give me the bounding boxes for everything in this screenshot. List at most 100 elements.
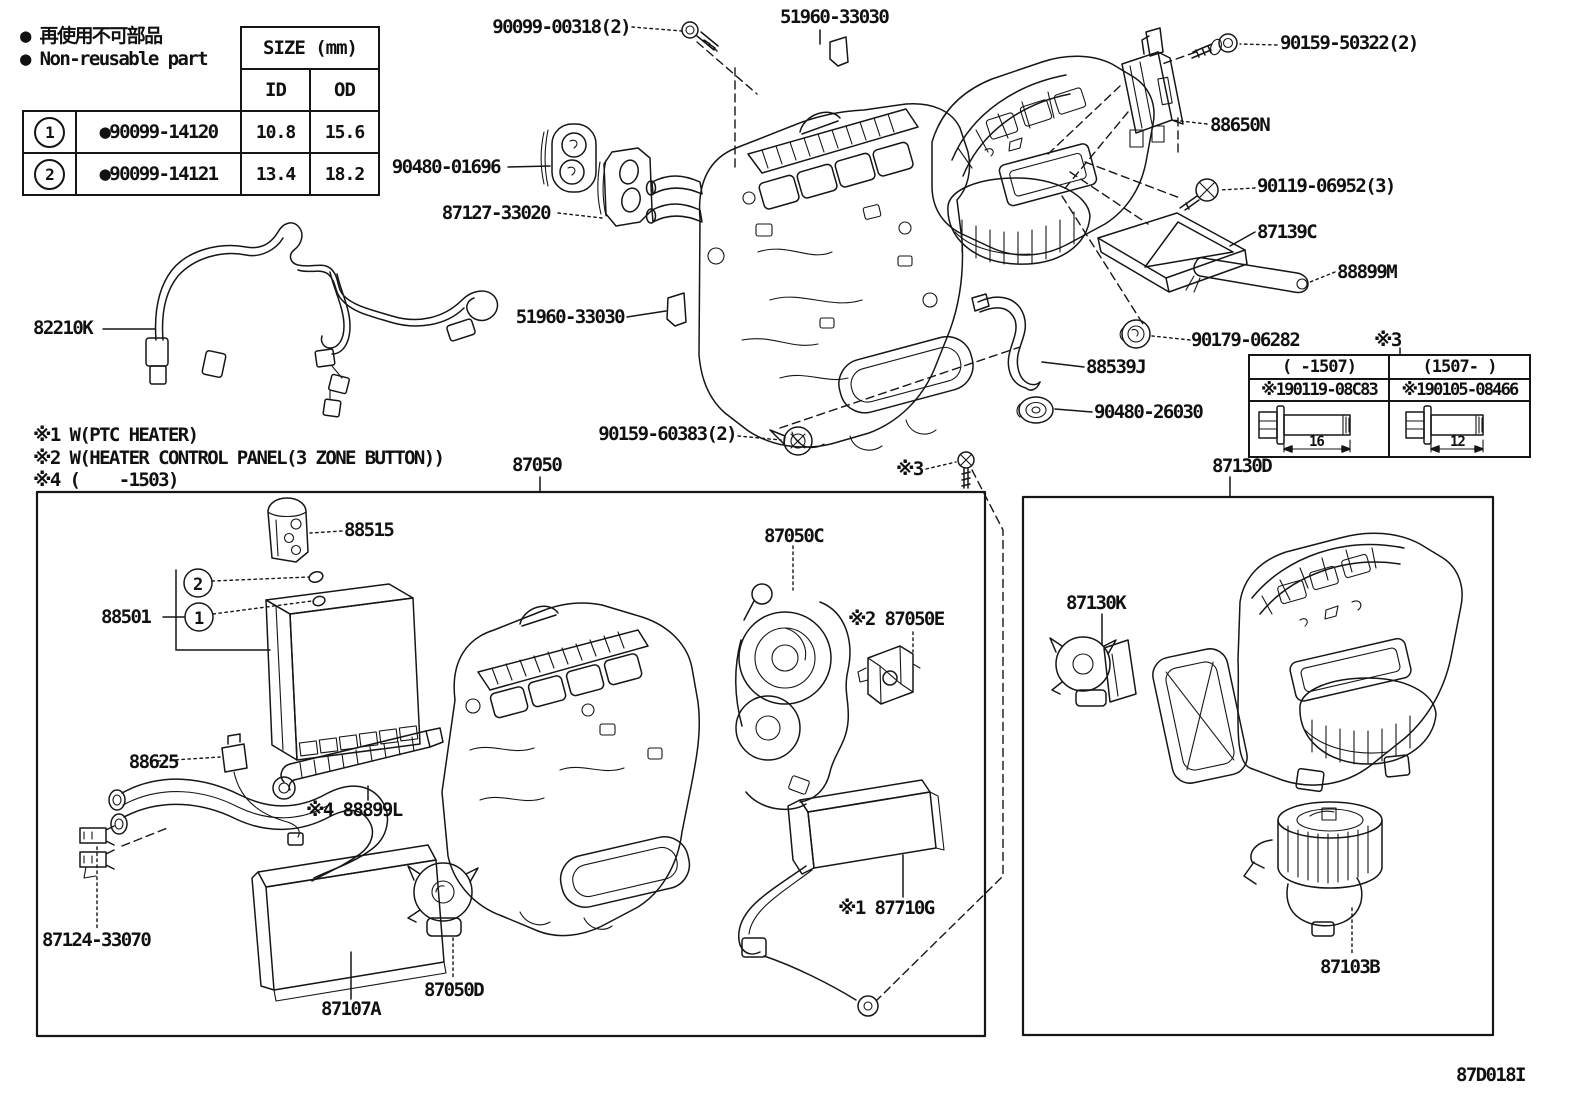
size-row2-od: 18.2 xyxy=(309,152,380,196)
bolt-col2-part: ※190105-08466 xyxy=(1388,378,1531,402)
callout-87103B: 87103B xyxy=(1320,956,1381,978)
screw-90099-00318 xyxy=(681,21,719,52)
damper-88899M xyxy=(1185,257,1309,294)
size-table-header: SIZE (mm) xyxy=(240,26,380,70)
clip-51960-33030-top xyxy=(829,36,849,67)
callout-51960-33030-mid: 51960-33030 xyxy=(515,306,626,328)
callout-87124-33070: 87124-33070 xyxy=(42,929,152,951)
size-table-od-header: OD xyxy=(309,68,380,112)
blower-case xyxy=(1152,532,1463,793)
evaporator-88501 xyxy=(265,583,421,761)
callout-90159-60383: 90159-60383(2) xyxy=(598,423,737,445)
heater-core-87107A xyxy=(251,844,447,1002)
callout-87710G: ※1 87710G xyxy=(838,897,935,919)
wire-harness-82210K xyxy=(145,222,499,418)
size-row2-part: ●90099-14121 xyxy=(75,152,242,196)
hvac-main-unit xyxy=(645,55,1155,451)
diagram-code: 87D018I xyxy=(1456,1064,1526,1086)
screw-90159-50322 xyxy=(1191,33,1238,59)
legend-note-jp: ● 再使用不可部品 xyxy=(20,25,163,47)
bolt-col1-range: ( -1507) xyxy=(1248,354,1390,380)
assembly-dashed-lines xyxy=(121,41,1197,1001)
svg-text:1: 1 xyxy=(194,609,204,629)
callout-90119-06952: 90119-06952(3) xyxy=(1257,175,1396,197)
assembly-box-87050 xyxy=(35,490,987,1038)
servo-87050D xyxy=(407,862,479,937)
blower-motor-87103B xyxy=(1243,801,1383,937)
size-row1-num: 1 xyxy=(22,110,77,154)
callout-88899M: 88899M xyxy=(1337,261,1398,283)
note-2: ※2 W(HEATER CONTROL PANEL(3 ZONE BUTTON)… xyxy=(33,447,445,469)
callout-90159-50322: 90159-50322(2) xyxy=(1280,32,1419,54)
pipe-unit-88899L xyxy=(272,727,444,800)
callout-mark3-center: ※3 xyxy=(896,458,924,480)
size-row2-num: 2 xyxy=(22,152,77,196)
circled-1: 1 xyxy=(34,116,65,148)
callout-88501: 88501 xyxy=(101,606,152,628)
callout-87050E: ※2 87050E xyxy=(848,608,945,630)
size-row1-od: 15.6 xyxy=(309,110,380,154)
heater-pipes xyxy=(108,778,389,882)
ptc-heater-87710G xyxy=(738,779,945,1017)
circled-2: 2 xyxy=(34,158,65,190)
callout-87139C: 87139C xyxy=(1257,221,1318,243)
callout-87050D: 87050D xyxy=(424,979,485,1001)
callout-88899L: ※4 88899L xyxy=(306,799,403,821)
note-1: ※1 W(PTC HEATER) xyxy=(33,424,199,446)
bolt-col1-part: ※190119-08C83 xyxy=(1248,378,1390,402)
screw-90159-60383 xyxy=(769,426,813,456)
callout-87130K: 87130K xyxy=(1066,592,1127,614)
amplifier-88650N xyxy=(1121,27,1184,148)
circled-number-1: 1 xyxy=(184,602,214,632)
svg-text:16: 16 xyxy=(1309,434,1324,450)
bolt-16mm-icon: 16 xyxy=(1258,405,1351,453)
servo-87130K xyxy=(1049,636,1137,707)
callout-87107A: 87107A xyxy=(321,998,382,1020)
oring-1 xyxy=(312,595,326,607)
callout-90480-01696: 90480-01696 xyxy=(391,156,502,178)
callout-87127-33020: 87127-33020 xyxy=(441,202,552,224)
legend-note-en: ● Non-reusable part xyxy=(20,48,209,70)
bolt-col2-drawing: 12 xyxy=(1388,400,1531,458)
callout-87050: 87050 xyxy=(512,454,563,476)
callout-88515: 88515 xyxy=(344,519,395,541)
bolt-col2-range: (1507- ) xyxy=(1388,354,1531,380)
size-row1-id: 10.8 xyxy=(240,110,311,154)
callout-88539J: 88539J xyxy=(1086,356,1147,378)
callout-87050C: 87050C xyxy=(764,525,825,547)
svg-text:12: 12 xyxy=(1450,434,1465,450)
thermistor-88625 xyxy=(221,733,304,846)
grommet-90480-26030 xyxy=(1016,396,1054,424)
bolt-12mm-icon: 12 xyxy=(1404,405,1484,453)
size-row1-part: ●90099-14120 xyxy=(75,110,242,154)
callout-82210K: 82210K xyxy=(33,317,94,339)
circled-number-2: 2 xyxy=(183,568,213,598)
servo-87050E xyxy=(857,645,921,705)
clamp-87124-33070 xyxy=(79,825,115,879)
callout-88650N: 88650N xyxy=(1210,114,1271,136)
leader-lines xyxy=(96,26,1401,1000)
grommet-90480-01696 xyxy=(540,123,597,193)
callout-90179-06282: 90179-06282 xyxy=(1191,329,1301,351)
pipe-grommet-87127-33020 xyxy=(597,147,653,227)
callout-90480-26030: 90480-26030 xyxy=(1094,401,1204,423)
note-4: ※4 ( -1503) xyxy=(33,469,179,491)
screw-mark3 xyxy=(957,451,975,489)
callout-88625: 88625 xyxy=(128,751,180,773)
grommet-90179-06282 xyxy=(1119,319,1151,349)
callout-87130D: 87130D xyxy=(1212,455,1273,477)
bolt-col1-drawing: 16 xyxy=(1248,400,1390,458)
hose-88539J xyxy=(971,293,1041,391)
callout-90099-00318: 90099-00318(2) xyxy=(492,16,631,38)
cabin-filter-87139C xyxy=(1097,212,1248,293)
screw-90119-06952 xyxy=(1179,178,1219,211)
svg-text:2: 2 xyxy=(193,575,203,595)
oring-2 xyxy=(308,571,324,583)
clip-51960-33030-mid xyxy=(666,292,687,327)
bolt-table-marker: ※3 xyxy=(1374,329,1402,351)
size-table-id-header: ID xyxy=(240,68,311,112)
size-row2-id: 13.4 xyxy=(240,152,311,196)
servo-assembly-87050C xyxy=(735,583,851,811)
